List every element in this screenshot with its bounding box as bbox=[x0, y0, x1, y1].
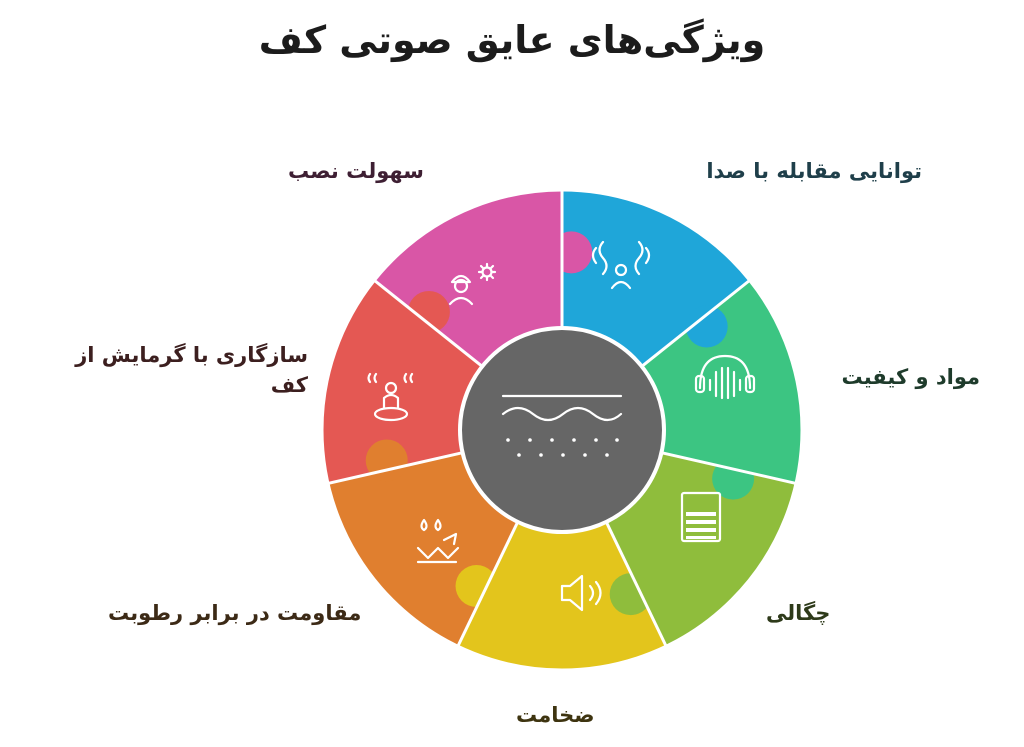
puzzle-knob-5 bbox=[365, 439, 408, 482]
floor-heating-person-icon bbox=[367, 372, 414, 422]
segment-divider bbox=[456, 521, 520, 647]
water-drops-icon bbox=[416, 518, 460, 564]
density-grid-icon bbox=[680, 491, 722, 543]
label-easy-install: سهولت نصب bbox=[288, 159, 424, 183]
installer-gear-icon bbox=[448, 262, 497, 306]
puzzle-knob-1 bbox=[685, 305, 728, 348]
label-sound-resistance: توانایی مقابله با صدا bbox=[706, 159, 922, 183]
puzzle-segment-3 bbox=[606, 452, 796, 647]
puzzle-knob-3 bbox=[609, 573, 652, 616]
sound-waves-person-icon bbox=[591, 240, 651, 290]
puzzle-segment-6 bbox=[321, 280, 483, 484]
puzzle-segment-1 bbox=[562, 190, 750, 367]
speaker-volume-icon bbox=[560, 574, 602, 612]
puzzle-knob-6 bbox=[407, 290, 450, 333]
segment-divider bbox=[661, 451, 797, 485]
wheel-outline bbox=[320, 188, 804, 672]
puzzle-knob-4 bbox=[455, 565, 498, 608]
center-circle bbox=[458, 326, 666, 534]
label-moisture-resistance: مقاومت در برابر رطوبت bbox=[108, 601, 362, 625]
label-density: چگالی bbox=[766, 601, 831, 625]
label-thickness: ضخامت bbox=[516, 703, 595, 727]
puzzle-knob-7 bbox=[550, 231, 593, 274]
label-floor-heating: سازگاری با گرمایش از کف bbox=[75, 343, 308, 398]
floor-layers-icon bbox=[501, 394, 623, 457]
puzzle-segment-7 bbox=[374, 190, 562, 367]
segment-divider bbox=[640, 279, 751, 368]
segment-divider bbox=[327, 451, 463, 485]
page-title: ویژگی‌های عایق صوتی کف bbox=[258, 18, 766, 62]
label-material-quality: مواد و کیفیت bbox=[841, 365, 980, 389]
headphones-soundwave-icon bbox=[694, 354, 756, 400]
segment-divider bbox=[604, 521, 668, 647]
segment-divider bbox=[373, 279, 484, 368]
